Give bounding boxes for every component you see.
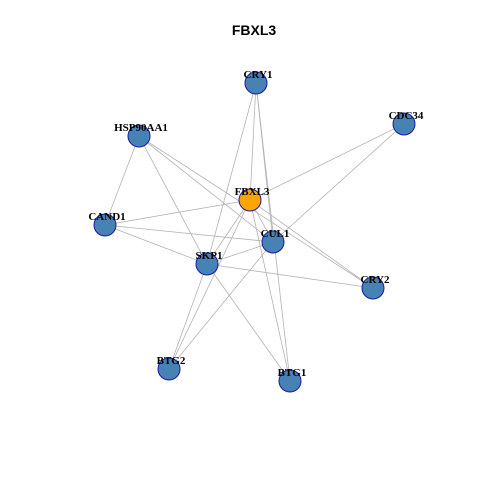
node-label: CDC34 (389, 110, 424, 122)
node-cry1[interactable]: CRY1 (244, 69, 273, 95)
node-cdc34[interactable]: CDC34 (389, 110, 424, 136)
edge-skp1-cry2 (206, 263, 374, 289)
node-label: BTG1 (278, 367, 307, 379)
edge-hsp90aa1-cul1 (138, 135, 274, 243)
node-circle[interactable] (244, 71, 268, 95)
node-circle[interactable] (195, 252, 219, 276)
edge-cand1-skp1 (104, 224, 208, 265)
node-cul1[interactable]: CUL1 (261, 228, 290, 254)
node-circle[interactable] (238, 188, 262, 212)
edge-cry1-skp1 (206, 82, 257, 265)
node-btg2[interactable]: BTG2 (157, 355, 186, 381)
node-label: BTG2 (157, 355, 186, 367)
node-label: CAND1 (88, 211, 125, 223)
node-circle[interactable] (278, 369, 302, 393)
node-circle[interactable] (261, 230, 285, 254)
node-circle[interactable] (93, 213, 117, 237)
edge-cry1-fbxl3 (249, 82, 257, 201)
edges-layer (104, 82, 405, 382)
node-label: SKP1 (196, 250, 223, 262)
nodes-layer: FBXL3 CRY1CDC34HSP90AA1CAND1CUL1SKP1CRY2B… (88, 69, 424, 393)
edge-fbxl3-btg2 (168, 199, 251, 370)
node-circle[interactable] (127, 124, 151, 148)
edge-hsp90aa1-cry2 (138, 135, 374, 289)
edge-fbxl3-cry2 (249, 199, 374, 289)
edge-cdc34-fbxl3 (249, 123, 405, 201)
edge-cand1-cul1 (104, 224, 274, 243)
node-label: HSP90AA1 (114, 122, 168, 134)
edge-hsp90aa1-skp1 (138, 135, 208, 265)
edge-cul1-btg2 (168, 241, 274, 370)
node-cry2[interactable]: CRY2 (361, 274, 390, 300)
diagram-title: FBXL3 (232, 22, 277, 38)
node-skp1[interactable]: SKP1 (195, 250, 223, 276)
node-hsp90aa1[interactable]: HSP90AA1 (114, 122, 168, 148)
node-circle[interactable] (157, 357, 181, 381)
edge-fbxl3-btg1 (249, 199, 291, 382)
node-label: FBXL3 (235, 186, 270, 198)
node-label: CRY1 (244, 69, 273, 81)
node-circle[interactable] (361, 276, 385, 300)
node-cand1[interactable]: CAND1 (88, 211, 126, 237)
edge-hsp90aa1-cand1 (104, 135, 140, 226)
node-label: CRY2 (361, 274, 390, 286)
edge-cdc34-cul1 (272, 123, 405, 243)
node-circle[interactable] (392, 112, 416, 136)
node-fbxl3[interactable]: FBXL3 (235, 186, 270, 212)
edge-skp1-btg1 (206, 263, 291, 382)
node-btg1[interactable]: BTG1 (278, 367, 307, 393)
node-label: CUL1 (261, 228, 290, 240)
edge-skp1-btg2 (168, 263, 208, 370)
edge-cul1-skp1 (206, 241, 274, 265)
edge-cand1-fbxl3 (104, 199, 251, 226)
edge-fbxl3-skp1 (206, 199, 251, 265)
